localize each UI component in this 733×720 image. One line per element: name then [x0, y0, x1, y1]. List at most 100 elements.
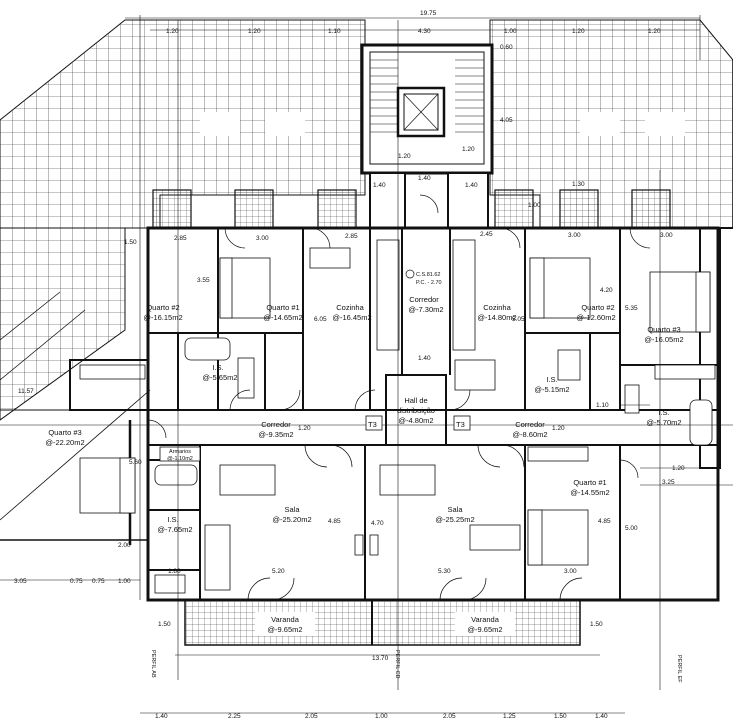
dimension-text: 3.05 [14, 578, 27, 585]
dimension-text: 1.00 [118, 578, 131, 585]
room-area: @-7.65m2 [157, 525, 192, 534]
room-name: Quarto #2 [581, 303, 614, 312]
level-marker-icon [405, 269, 415, 279]
dimension-text: 2.00 [118, 542, 131, 549]
dimension-text: 11.57 [18, 388, 34, 395]
room-area: @-5.65m2 [202, 373, 237, 382]
room-area: @-5.70m2 [646, 418, 681, 427]
dimension-text: 5.00 [625, 525, 638, 532]
room-area: @-9.65m2 [467, 625, 502, 634]
unit-type-label: T3 [368, 420, 377, 429]
room-area: @-16.05m2 [644, 335, 683, 344]
dimension-text: 19.75 [420, 10, 437, 17]
dimension-text: 2.05 [443, 713, 456, 720]
room-area: @-12.60m2 [576, 313, 615, 322]
dimension-text: 5.30 [438, 568, 451, 575]
dimension-text: 1.50 [590, 621, 603, 628]
dimension-text: 1.40 [373, 182, 386, 189]
dimension-lines [0, 17, 733, 714]
stair-core [360, 43, 494, 229]
room-name: Quarto #3 [647, 325, 680, 334]
dimension-text: 4.30 [418, 28, 431, 35]
room-area: @-14.65m2 [263, 313, 302, 322]
dimension-text: 4.70 [371, 520, 384, 527]
room-area: @-16.15m2 [143, 313, 182, 322]
room-name: Armarios [169, 449, 191, 455]
dimension-text: 1.20 [552, 425, 565, 432]
dimension-text: 4.05 [500, 117, 513, 124]
dimension-text: 0.75 [70, 578, 83, 585]
dimension-text: 1.25 [503, 713, 516, 720]
room-name: Corredor [261, 420, 291, 429]
unit-type-label: T3 [456, 420, 465, 429]
dimension-text: 1.20 [462, 146, 475, 153]
room-name: distribuição [397, 406, 435, 415]
dimension-text: 1.50 [124, 239, 137, 246]
dimension-text: 1.40 [418, 355, 431, 362]
dimension-text: 1.00 [375, 713, 388, 720]
dimension-text: 4.20 [600, 287, 613, 294]
dimension-text: 0.60 [500, 44, 513, 51]
dimension-text: 2.05 [305, 713, 318, 720]
room-area: @-22.20m2 [45, 438, 84, 447]
dimension-text: 2.25 [228, 713, 241, 720]
dimension-text: 3.00 [564, 568, 577, 575]
section-label: PERFIL CD [394, 650, 400, 679]
section-label: PERFIL AB [150, 650, 156, 678]
room-name: Sala [447, 505, 463, 514]
dimension-text: 1.40 [155, 713, 168, 720]
room-area: @-1.10m2 [167, 456, 193, 462]
misc-labels: T3 T3 C.S.81.62 P.C. - 2.70 PERFIL AB PE… [150, 269, 682, 683]
dimension-text: 4.85 [598, 518, 611, 525]
dimension-text: 1.20 [248, 28, 261, 35]
room-labels: Quarto #2 @-16.15m2 Quarto #1 @-14.65m2 … [45, 295, 683, 634]
dimension-text: 2.45 [480, 231, 493, 238]
dimension-text: 6.05 [314, 316, 327, 323]
level-label: P.C. - 2.70 [416, 280, 442, 286]
dimension-text: 1.40 [418, 175, 431, 182]
dimension-text: 1.40 [465, 182, 478, 189]
room-name: Quarto #1 [266, 303, 299, 312]
dimension-text: 4.85 [328, 518, 341, 525]
dimension-text: 3.25 [662, 479, 675, 486]
dimension-text: 1.20 [648, 28, 661, 35]
dimension-text: 1.20 [298, 425, 311, 432]
furniture [79, 239, 716, 594]
room-name: Cozinha [336, 303, 364, 312]
room-name: Quarto #1 [573, 478, 606, 487]
room-name: I.S. [546, 375, 557, 384]
room-name: Quarto #2 [146, 303, 179, 312]
room-area: @-4.80m2 [398, 416, 433, 425]
level-label: C.S.81.62 [416, 272, 440, 278]
roof-tiles [0, 19, 733, 521]
dimension-text: 5.20 [272, 568, 285, 575]
dimension-text: 1.50 [158, 621, 171, 628]
room-name: Hall de [404, 396, 427, 405]
dimension-text: 1.10 [328, 28, 341, 35]
dimension-text: 0.75 [92, 578, 105, 585]
dimension-text: 3.00 [256, 235, 269, 242]
dimension-text: 1.20 [166, 28, 179, 35]
room-area: @-14.80m2 [477, 313, 516, 322]
dimension-text: 5.60 [129, 459, 142, 466]
dimension-text: 1.20 [572, 28, 585, 35]
dimension-text: 3.55 [197, 277, 210, 284]
room-name: Quarto #3 [48, 428, 81, 437]
room-name: Corredor [515, 420, 545, 429]
dimension-text: 1.20 [398, 153, 411, 160]
room-area: @-8.60m2 [512, 430, 547, 439]
dimension-text: 5.05 [512, 316, 525, 323]
dimension-text: 1.50 [554, 713, 567, 720]
room-name: I.S. [212, 363, 223, 372]
dimension-text: 1.10 [596, 402, 609, 409]
dimension-text: 3.00 [568, 232, 581, 239]
room-area: @-9.65m2 [267, 625, 302, 634]
room-name: Cozinha [483, 303, 511, 312]
room-name: Varanda [471, 615, 500, 624]
dimension-text: 2.85 [345, 233, 358, 240]
dimension-text: 1.00 [528, 202, 541, 209]
dimension-text: 1.40 [595, 713, 608, 720]
dimension-text: 2.85 [174, 235, 187, 242]
room-name: I.S. [658, 408, 669, 417]
